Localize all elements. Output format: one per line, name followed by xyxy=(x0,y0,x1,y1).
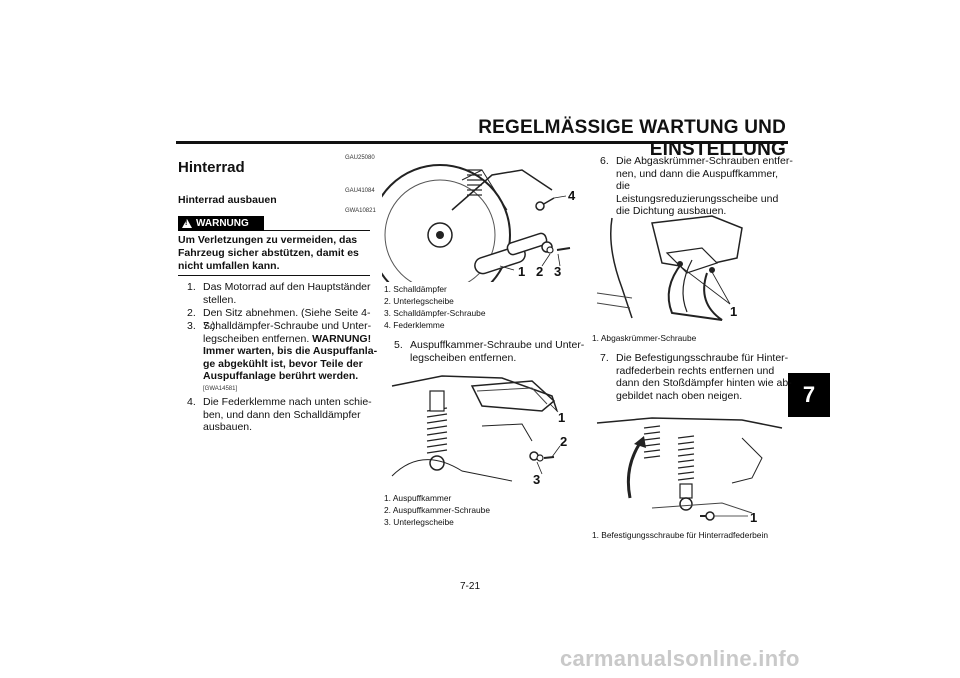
figure4-captions: 1. Befestigungsschraube für Hinterradfed… xyxy=(592,530,768,540)
subsection-title: Hinterrad ausbauen xyxy=(178,194,277,206)
figure-exhaust-chamber: 1 2 3 xyxy=(391,375,567,487)
step-3-warning: WARNUNG! xyxy=(312,332,372,345)
step-1: 1. Das Motorrad auf den Hauptständer ste… xyxy=(187,281,371,306)
warning-top-rule xyxy=(264,230,370,231)
figure1-captions: 1. Schalldämpfer 2. Unterlegscheibe 3. S… xyxy=(384,284,486,330)
figure2-callout-3: 3 xyxy=(533,472,540,487)
figure-muffler: 1 2 3 4 xyxy=(382,164,576,282)
figure2-callout-1: 1 xyxy=(558,410,565,425)
page-number: 7-21 xyxy=(460,581,481,592)
step-3-code: [GWA14581] xyxy=(203,386,238,392)
step-4: 4. Die Federklemme nach unten schie- ben… xyxy=(187,396,372,434)
section-title: Hinterrad xyxy=(178,159,245,176)
figure4-callout-1: 1 xyxy=(750,510,757,525)
warning-label: WARNUNG xyxy=(196,218,249,229)
chapter-tab: 7 xyxy=(788,373,830,417)
figure-exhaust-manifold: 1 xyxy=(596,215,743,321)
warning-code: GWA10821 xyxy=(345,208,376,214)
figure3-callout-1: 1 xyxy=(730,304,737,319)
figure1-callout-4: 4 xyxy=(568,188,576,203)
subsection-code: GAU41084 xyxy=(345,188,375,194)
warning-badge: ! WARNUNG xyxy=(178,216,264,231)
warning-bottom-rule xyxy=(178,275,370,276)
step-2: 2. Den Sitz abnehmen. (Siehe Seite 4-7.) xyxy=(187,307,371,332)
figure2-captions: 1. Auspuffkammer 2. Auspuffkammer-Schrau… xyxy=(384,493,490,527)
step-7: 7. Die Befestigungsschraube für Hinter- … xyxy=(600,352,792,402)
figure2-callout-2: 2 xyxy=(560,434,567,449)
watermark: carmanualsonline.info xyxy=(560,646,800,671)
header-rule xyxy=(176,141,788,144)
warning-text: Um Verletzungen zu vermeiden, das Fahrze… xyxy=(178,234,359,272)
figure3-captions: 1. Abgaskrümmer-Schraube xyxy=(592,333,697,343)
section-code: GAU25080 xyxy=(345,155,375,161)
figure1-callout-3: 3 xyxy=(554,264,561,279)
step-5: 5. Auspuffkammer-Schraube und Unter- leg… xyxy=(394,339,585,364)
figure1-callout-2: 2 xyxy=(536,264,543,279)
page-header-title: REGELMÄSSIGE WARTUNG UND EINSTELLUNG xyxy=(478,117,786,160)
figure1-callout-1: 1 xyxy=(518,264,525,279)
warning-triangle-icon: ! xyxy=(182,219,192,228)
step-6: 6. Die Abgaskrümmer-Schrauben entfer- ne… xyxy=(600,155,793,218)
figure-rear-shock: 1 xyxy=(596,417,783,525)
step-3: 3. Schalldämpfer-Schraube und Unter- leg… xyxy=(187,320,378,383)
